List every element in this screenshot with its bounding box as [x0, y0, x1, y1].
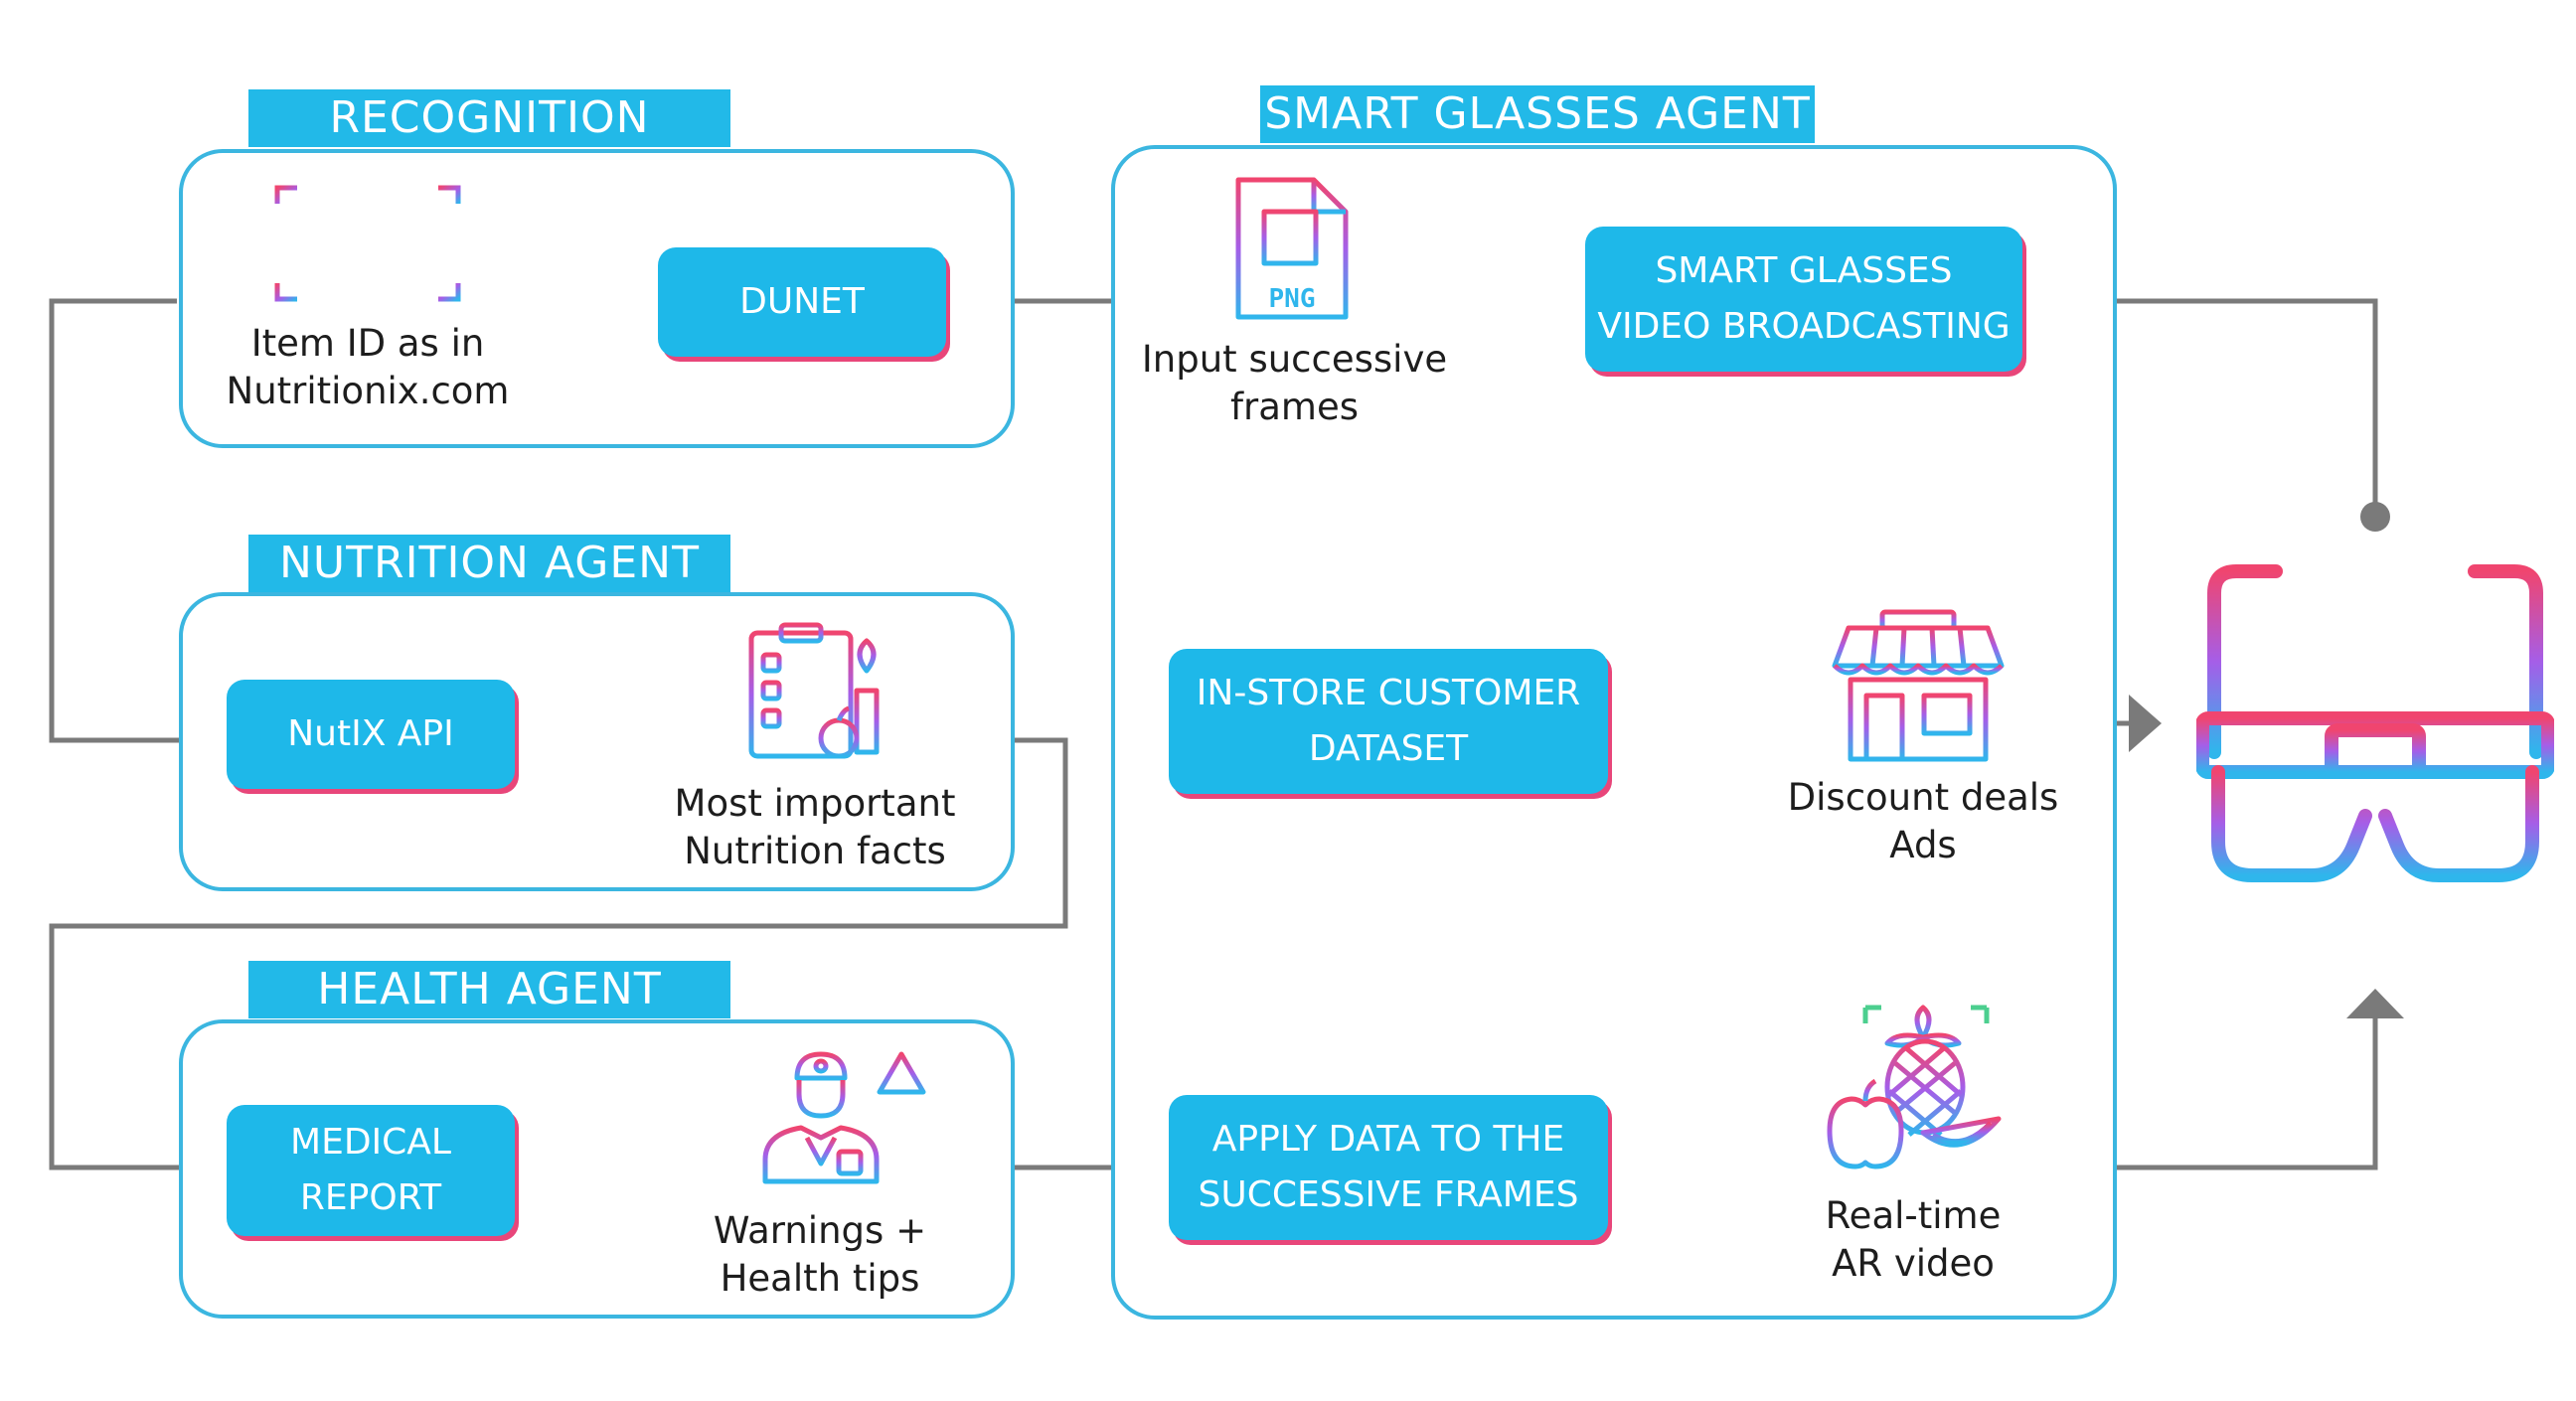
nutrition-facts-line-1: Most important	[674, 782, 956, 825]
fruit-icon	[1827, 1005, 2002, 1169]
smart-glasses-icon	[2196, 564, 2554, 882]
ar-video-label: Real-time AR video	[1759, 1192, 2067, 1288]
discount-deals-line-1: Discount deals	[1787, 776, 2059, 819]
in-store-dataset-line-2: DATASET	[1308, 728, 1469, 769]
nutrix-api-label: NutIX API	[287, 713, 454, 754]
input-frames-label: Input successive frames	[1133, 336, 1456, 431]
apply-data-line-2: SUCCESSIVE FRAMES	[1198, 1174, 1579, 1215]
doctor-icon	[762, 1051, 926, 1184]
arrowhead	[2129, 695, 2162, 752]
arrow-item-to-nutrix	[49, 298, 194, 743]
health-tips-label: Warnings + Health tips	[661, 1207, 979, 1303]
nutrition-checklist-icon	[748, 622, 880, 759]
item-id-line-2: Nutritionix.com	[226, 370, 510, 412]
connector-dot	[2360, 502, 2390, 532]
barcode-icon	[274, 185, 461, 302]
medical-report-line-2: REPORT	[299, 1177, 442, 1218]
png-file-icon: PNG	[1235, 177, 1349, 320]
dunet-label: DUNET	[739, 281, 865, 322]
discount-deals-label: Discount deals Ads	[1759, 774, 2087, 869]
nutrition-facts-label: Most important Nutrition facts	[656, 780, 974, 875]
item-id-label: Item ID as in Nutritionix.com	[209, 320, 527, 415]
input-frames-line-1: Input successive	[1141, 338, 1448, 381]
health-tips-line-2: Health tips	[720, 1257, 920, 1300]
nutrix-api-button[interactable]: NutIX API	[227, 680, 515, 789]
video-broadcasting-line-1: SMART GLASSES	[1655, 250, 1953, 291]
arrow-ar-to-glasses	[2035, 1013, 2378, 1170]
input-frames-line-2: frames	[1230, 386, 1359, 428]
ar-video-line-2: AR video	[1832, 1242, 1995, 1285]
recognition-agent-title: RECOGNITION AGENT	[248, 89, 730, 201]
smart-glasses-agent-title: SMART GLASSES AGENT	[1260, 85, 1815, 143]
item-id-line-1: Item ID as in	[250, 322, 485, 365]
apply-data-button[interactable]: APPLY DATA TO THE SUCCESSIVE FRAMES	[1169, 1095, 1608, 1240]
health-agent-title: HEALTH AGENT	[248, 961, 730, 1018]
png-text: PNG	[1269, 284, 1316, 314]
health-tips-line-1: Warnings +	[713, 1209, 927, 1252]
medical-report-line-1: MEDICAL	[290, 1122, 451, 1163]
dunet-button[interactable]: DUNET	[658, 247, 946, 357]
arrowhead	[2346, 989, 2404, 1018]
arrow-glasses-to-broadcast	[2085, 298, 2378, 512]
in-store-dataset-button[interactable]: IN-STORE CUSTOMER DATASET	[1169, 649, 1608, 794]
discount-deals-line-2: Ads	[1889, 824, 1957, 866]
in-store-dataset-line-1: IN-STORE CUSTOMER	[1196, 673, 1581, 713]
nutrition-facts-line-2: Nutrition facts	[684, 830, 946, 872]
medical-report-button[interactable]: MEDICAL REPORT	[227, 1105, 515, 1236]
ar-video-line-1: Real-time	[1825, 1194, 2002, 1237]
video-broadcasting-button[interactable]: SMART GLASSES VIDEO BROADCASTING	[1585, 227, 2022, 372]
apply-data-line-1: APPLY DATA TO THE	[1211, 1119, 1565, 1160]
arrow-facts-to-medical	[49, 737, 1068, 1170]
store-icon	[1832, 609, 2005, 762]
video-broadcasting-line-2: VIDEO BROADCASTING	[1597, 306, 2011, 347]
nutrition-agent-title: NUTRITION AGENT	[248, 535, 730, 592]
